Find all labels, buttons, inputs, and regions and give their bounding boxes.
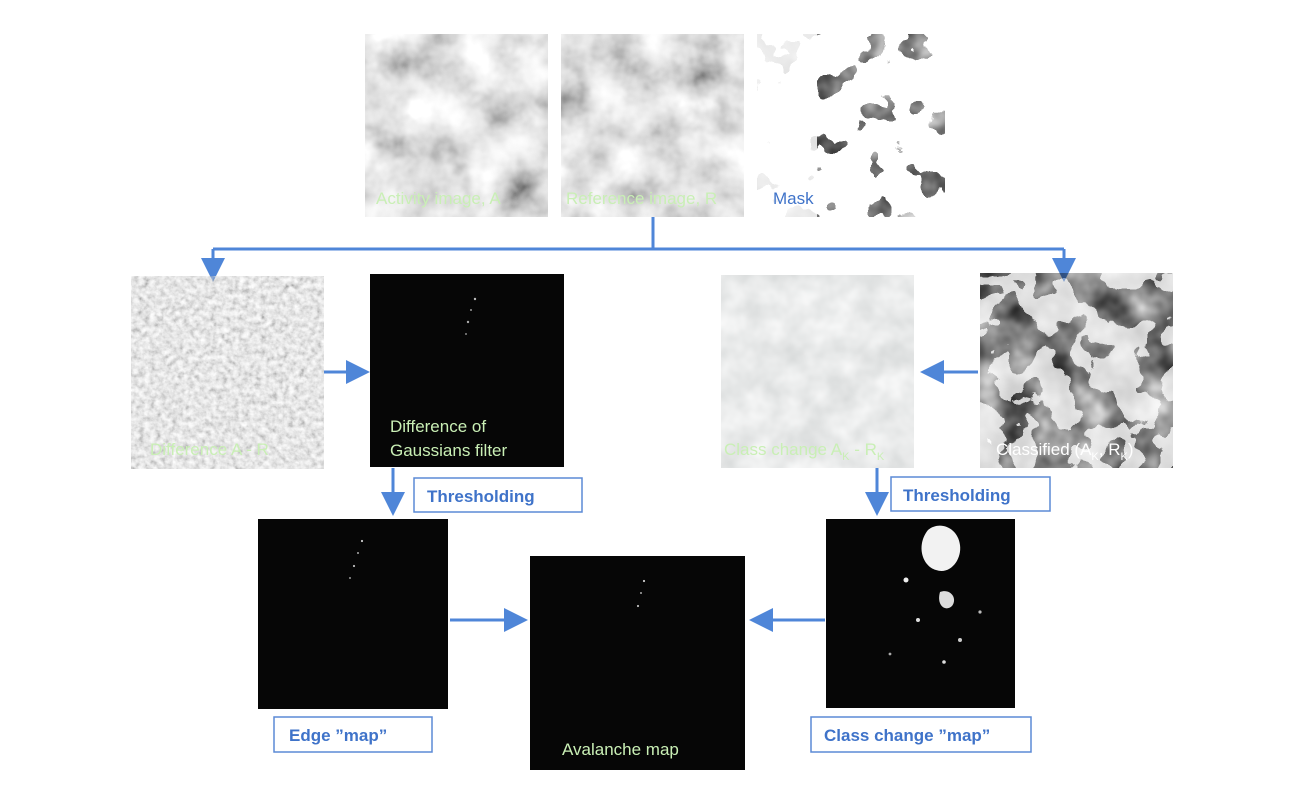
thresholding-right-label: Thresholding [903, 486, 1011, 505]
classified-label-suffix: ) [1128, 440, 1134, 459]
reference-image: Reference image, R [561, 34, 744, 217]
class-change-label-sub-a: K [842, 451, 850, 463]
edge-map-box: Edge ”map” [273, 716, 433, 753]
mask-image: Mask [757, 34, 945, 217]
class-change-map-box: Class change ”map” [810, 716, 1032, 753]
class-change-label-mid: - R [849, 440, 876, 459]
dog-filter-label-line2: Gaussians filter [390, 441, 507, 460]
classified-label-sub-a: K [1091, 451, 1099, 463]
class-change-map-label: Class change ”map” [824, 726, 990, 745]
classified-image: Classified (AK, RK) [980, 273, 1173, 468]
thresholding-right-box: Thresholding [890, 476, 1051, 512]
mask-image-label: Mask [773, 189, 814, 208]
class-change-map-image [826, 519, 1015, 708]
classified-label-prefix: Classified (A [996, 440, 1092, 459]
avalanche-map-image: Avalanche map [530, 556, 745, 770]
difference-image: Difference A - R [131, 276, 324, 469]
avalanche-map-label: Avalanche map [562, 740, 679, 759]
class-change-image: Class change AK - RK [721, 275, 914, 468]
class-change-image-label: Class change AK - RK [724, 440, 885, 463]
thresholding-left-box: Thresholding [413, 477, 583, 513]
activity-image-label: Activity image, A [376, 189, 501, 208]
class-change-label-prefix: Class change A [724, 440, 843, 459]
dog-filter-image: Difference of Gaussians filter [370, 274, 564, 467]
dog-filter-label-line1: Difference of [390, 417, 486, 436]
edge-map-label: Edge ”map” [289, 726, 387, 745]
top-connector [201, 217, 1076, 282]
difference-image-label: Difference A - R [150, 440, 269, 459]
classified-label-mid: , R [1099, 440, 1121, 459]
classified-image-label: Classified (AK, RK) [996, 440, 1134, 463]
edge-map-image [258, 519, 448, 709]
activity-image: Activity image, A [365, 34, 548, 217]
class-change-label-sub-r: K [877, 451, 885, 463]
thresholding-left-label: Thresholding [427, 487, 535, 506]
classified-label-sub-r: K [1121, 451, 1129, 463]
reference-image-label: Reference image, R [566, 189, 717, 208]
